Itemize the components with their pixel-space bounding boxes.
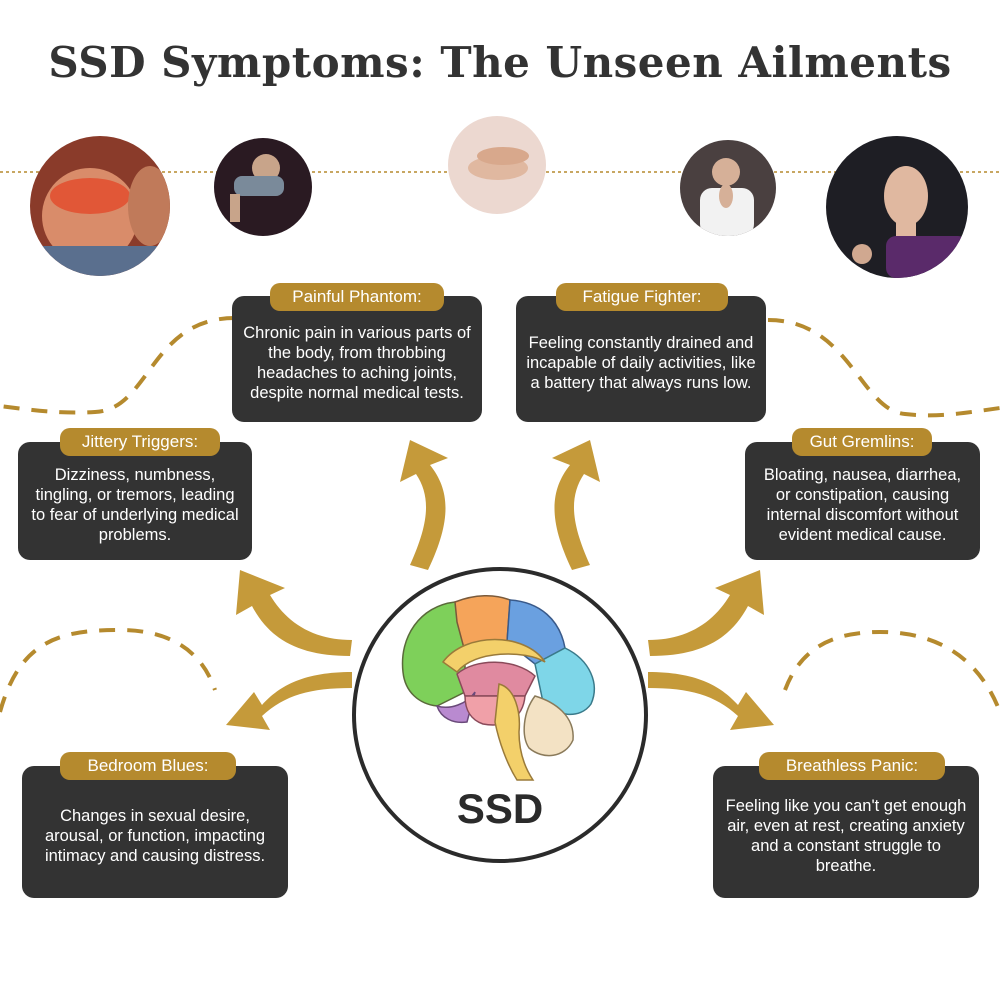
arrows [226, 440, 774, 730]
center-label: SSD [456, 785, 544, 832]
card-breathless-panic: Feeling like you can't get enough air, e… [713, 766, 979, 898]
bedroom-blues-text: Changes in sexual desire, arousal, or fu… [44, 807, 266, 865]
bedroom-blues-title: Bedroom Blues: [60, 752, 236, 780]
headache-photo [30, 136, 170, 276]
painful-phantom-text: Chronic pain in various parts of the bod… [243, 324, 471, 402]
breathless-panic-title: Breathless Panic: [759, 752, 945, 780]
jittery-triggers-text: Dizziness, numbness, tingling, or tremor… [31, 466, 239, 544]
arrow-bedroom-blues [226, 672, 352, 730]
card-fatigue-fighter: Feeling constantly drained and incapable… [516, 296, 766, 422]
dashed-curve-lower-right [783, 629, 1000, 713]
card-bedroom-blues: Changes in sexual desire, arousal, or fu… [22, 766, 288, 898]
dashed-curve-upper-left [0, 316, 236, 415]
dashed-curve-lower-left [0, 627, 217, 713]
card-gut-gremlins: Bloating, nausea, diarrhea, or constipat… [745, 442, 980, 560]
card-jittery-triggers: Dizziness, numbness, tingling, or tremor… [18, 442, 252, 560]
jittery-triggers-title: Jittery Triggers: [60, 428, 220, 456]
anxious-woman-photo [680, 140, 776, 236]
gut-gremlins-text: Bloating, nausea, diarrhea, or constipat… [763, 466, 962, 544]
painful-phantom-title: Painful Phantom: [270, 283, 444, 311]
arrow-gut-gremlins [648, 570, 764, 656]
fatigue-fighter-text: Feeling constantly drained and incapable… [526, 334, 756, 392]
stop-hand-photo [826, 136, 968, 278]
arrow-jittery-triggers [236, 570, 352, 656]
stomach-pain-photo [448, 116, 546, 214]
brain-icon [401, 595, 595, 781]
gut-gremlins-title: Gut Gremlins: [792, 428, 932, 456]
card-painful-phantom: Chronic pain in various parts of the bod… [232, 296, 482, 422]
fatigue-fighter-title: Fatigue Fighter: [556, 283, 728, 311]
arrow-fatigue-fighter [552, 440, 600, 570]
page-title: SSD Symptoms: The Unseen Ailments [48, 38, 952, 87]
exhaustion-photo [214, 138, 312, 236]
dashed-curve-upper-right [767, 318, 1000, 418]
breathless-panic-text: Feeling like you can't get enough air, e… [725, 797, 967, 875]
arrow-breathless-panic [648, 672, 774, 730]
arrow-painful-phantom [400, 440, 448, 570]
